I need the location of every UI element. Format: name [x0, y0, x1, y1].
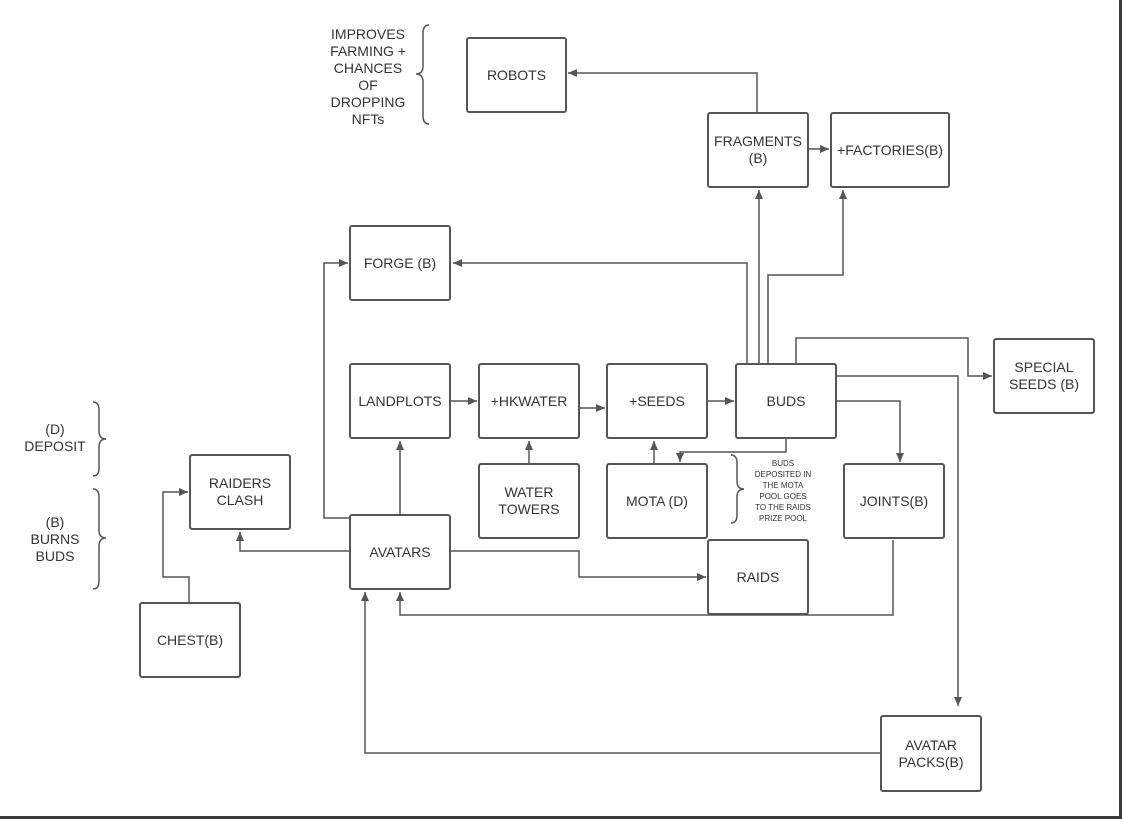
node-label: WATER TOWERS: [498, 484, 560, 517]
node-raids[interactable]: RAIDS: [707, 539, 809, 615]
node-label: LANDPLOTS: [358, 392, 442, 409]
brace-burns: [92, 488, 107, 590]
brace-mota-pool: [730, 454, 745, 524]
node-label: +SEEDS: [629, 392, 685, 409]
node-forge[interactable]: FORGE (B): [349, 225, 451, 301]
node-fragments[interactable]: FRAGMENTS (B): [707, 112, 809, 188]
node-label: RAIDS: [736, 568, 780, 585]
arrow-avatars-to-raiders-clash: [236, 532, 350, 552]
node-label: BUDS: [766, 392, 806, 409]
node-hkwater[interactable]: +HKWATER: [478, 363, 580, 439]
node-label: ROBOTS: [486, 66, 547, 83]
arrow-buds-to-forge: [453, 259, 748, 364]
arrow-buds-to-avatar-packs: [837, 375, 962, 706]
node-robots[interactable]: ROBOTS: [466, 37, 567, 113]
brace-improves: [415, 24, 430, 125]
node-avatar-packs[interactable]: AVATAR PACKS(B): [880, 715, 982, 792]
note-deposit: (D) DEPOSIT: [24, 421, 86, 454]
node-label: AVATAR PACKS(B): [898, 736, 964, 770]
arrow-buds-to-special-seeds: [795, 337, 992, 380]
node-label: AVATARS: [369, 543, 431, 560]
node-buds[interactable]: BUDS: [735, 363, 837, 439]
node-landplots[interactable]: LANDPLOTS: [349, 363, 451, 439]
node-label: FRAGMENTS (B): [714, 133, 802, 166]
arrow-buds-to-joints: [837, 400, 904, 462]
arrow-avatars-to-raids: [451, 550, 706, 581]
node-label: SPECIAL SEEDS (B): [1008, 359, 1079, 392]
note-burns: (B) BURNS BUDS: [30, 514, 80, 564]
arrow-buds-to-factories: [767, 190, 847, 364]
node-label: JOINTS(B): [859, 492, 929, 509]
arrow-joints-to-avatars: [396, 540, 894, 616]
node-special-seeds[interactable]: SPECIAL SEEDS (B): [993, 338, 1095, 414]
arrow-avatar-packs-to-avatars: [361, 592, 881, 754]
node-label: MOTA (D): [626, 492, 688, 509]
note-improves: IMPROVES FARMING + CHANCES OF DROPPING N…: [330, 26, 406, 127]
node-label: +HKWATER: [490, 392, 568, 409]
node-mota[interactable]: MOTA (D): [606, 463, 708, 539]
node-label: FORGE (B): [363, 254, 437, 271]
note-mota-pool: BUDS DEPOSITED IN THE MOTA POOL GOES TO …: [754, 459, 812, 523]
node-label: CHEST(B): [156, 631, 224, 648]
arrow-avatars-to-forge: [323, 259, 350, 519]
node-joints[interactable]: JOINTS(B): [843, 463, 945, 539]
node-label: +FACTORIES(B): [837, 141, 943, 158]
node-raiders-clash[interactable]: RAIDERS CLASH: [189, 454, 291, 530]
node-avatars[interactable]: AVATARS: [349, 514, 451, 590]
brace-deposit: [92, 401, 107, 477]
arrow-chest-to-raiders-clash: [162, 488, 190, 602]
node-chest[interactable]: CHEST(B): [139, 602, 241, 678]
arrow-buds-to-mota: [676, 439, 787, 462]
arrow-fragments-to-robots: [568, 69, 758, 112]
node-factories[interactable]: +FACTORIES(B): [830, 112, 950, 188]
node-water-towers[interactable]: WATER TOWERS: [478, 463, 580, 539]
node-seeds[interactable]: +SEEDS: [606, 363, 708, 439]
node-label: RAIDERS CLASH: [208, 475, 272, 508]
